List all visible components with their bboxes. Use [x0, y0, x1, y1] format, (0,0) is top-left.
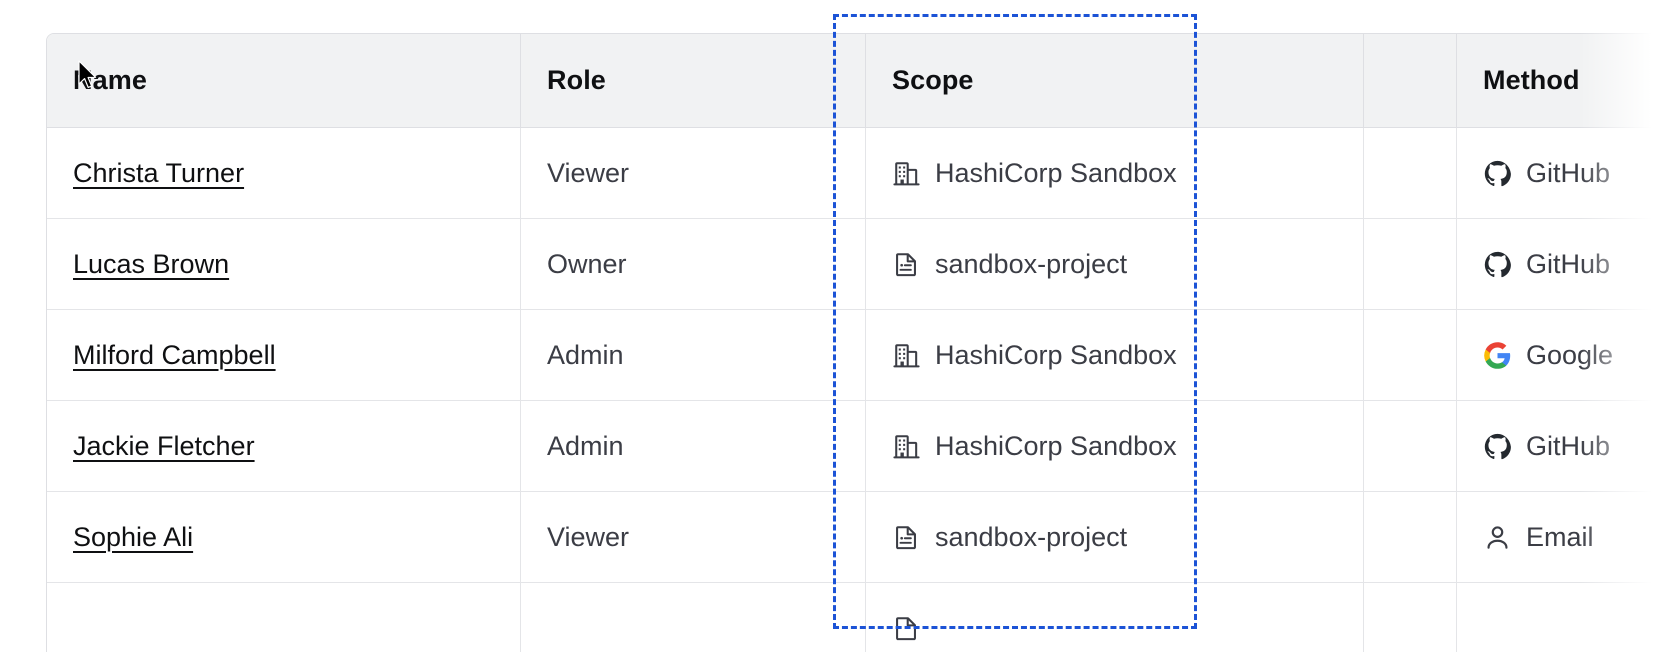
- scope-label: sandbox-project: [935, 248, 1128, 279]
- cell-scope: sandbox-project: [866, 492, 1364, 583]
- cell-blank: [1364, 219, 1457, 310]
- method-label: GitHub: [1526, 430, 1611, 461]
- cell-role: Admin: [521, 310, 866, 401]
- org-building-icon: [892, 432, 921, 461]
- method-label: GitHub: [1526, 157, 1611, 188]
- scope-label: HashiCorp Sandbox: [935, 157, 1177, 188]
- cell-blank: [1364, 492, 1457, 583]
- column-header-scope[interactable]: Scope: [866, 34, 1364, 128]
- cell-name: [47, 583, 521, 652]
- cell-method: GitHub: [1457, 401, 1672, 492]
- column-header-blank: [1364, 34, 1457, 128]
- cell-role: Admin: [521, 401, 866, 492]
- column-header-name[interactable]: Name: [47, 34, 521, 128]
- table-header: Name Role Scope Method: [47, 34, 1672, 128]
- member-name-link[interactable]: Lucas Brown: [73, 248, 230, 279]
- table-row: [47, 583, 1672, 652]
- cell-method: Email: [1457, 492, 1672, 583]
- cell-scope: HashiCorp Sandbox: [866, 401, 1364, 492]
- cell-scope: HashiCorp Sandbox: [866, 310, 1364, 401]
- table-body: Christa Turner Viewer: [47, 128, 1672, 652]
- cell-method: GitHub: [1457, 128, 1672, 219]
- cell-blank: [1364, 310, 1457, 401]
- cell-role: Owner: [521, 219, 866, 310]
- org-building-icon: [892, 159, 921, 188]
- cell-method: GitHub: [1457, 219, 1672, 310]
- members-table: Name Role Scope Method Christa Turner Vi…: [46, 33, 1672, 652]
- table-row: Sophie Ali Viewer: [47, 492, 1672, 583]
- cell-role: Viewer: [521, 492, 866, 583]
- cell-blank: [1364, 583, 1457, 652]
- cell-name: Lucas Brown: [47, 219, 521, 310]
- cell-method: Google: [1457, 310, 1672, 401]
- member-name-link[interactable]: Milford Campbell: [73, 339, 276, 370]
- project-document-icon: [892, 250, 921, 279]
- project-document-icon: [892, 614, 921, 643]
- cell-blank: [1364, 128, 1457, 219]
- member-name-link[interactable]: Jackie Fletcher: [73, 430, 255, 461]
- table-row: Milford Campbell Admin: [47, 310, 1672, 401]
- cell-role: Viewer: [521, 128, 866, 219]
- column-header-method[interactable]: Method: [1457, 34, 1672, 128]
- table-row: Lucas Brown Owner: [47, 219, 1672, 310]
- github-icon: [1483, 159, 1512, 188]
- cell-scope: sandbox-project: [866, 219, 1364, 310]
- method-label: Email: [1526, 521, 1594, 552]
- table-header-row: Name Role Scope Method: [47, 34, 1672, 128]
- method-label: Google: [1526, 339, 1614, 370]
- scope-label: HashiCorp Sandbox: [935, 339, 1177, 370]
- scope-label: HashiCorp Sandbox: [935, 430, 1177, 461]
- cell-scope: HashiCorp Sandbox: [866, 128, 1364, 219]
- member-name-link[interactable]: Christa Turner: [73, 157, 245, 188]
- google-icon: [1483, 341, 1512, 370]
- table-row: Jackie Fletcher Admin: [47, 401, 1672, 492]
- member-name-link[interactable]: Sophie Ali: [73, 521, 194, 552]
- user-icon: [1483, 523, 1512, 552]
- project-document-icon: [892, 523, 921, 552]
- github-icon: [1483, 432, 1512, 461]
- cell-name: Christa Turner: [47, 128, 521, 219]
- scope-label: sandbox-project: [935, 521, 1128, 552]
- column-header-role[interactable]: Role: [521, 34, 866, 128]
- cell-name: Jackie Fletcher: [47, 401, 521, 492]
- method-label: GitHub: [1526, 248, 1611, 279]
- table-row: Christa Turner Viewer: [47, 128, 1672, 219]
- members-table-viewport[interactable]: Name Role Scope Method Christa Turner Vi…: [46, 33, 1672, 652]
- cell-blank: [1364, 401, 1457, 492]
- cell-name: Milford Campbell: [47, 310, 521, 401]
- cell-name: Sophie Ali: [47, 492, 521, 583]
- cell-method: [1457, 583, 1672, 652]
- cell-scope: [866, 583, 1364, 652]
- cell-role: [521, 583, 866, 652]
- github-icon: [1483, 250, 1512, 279]
- org-building-icon: [892, 341, 921, 370]
